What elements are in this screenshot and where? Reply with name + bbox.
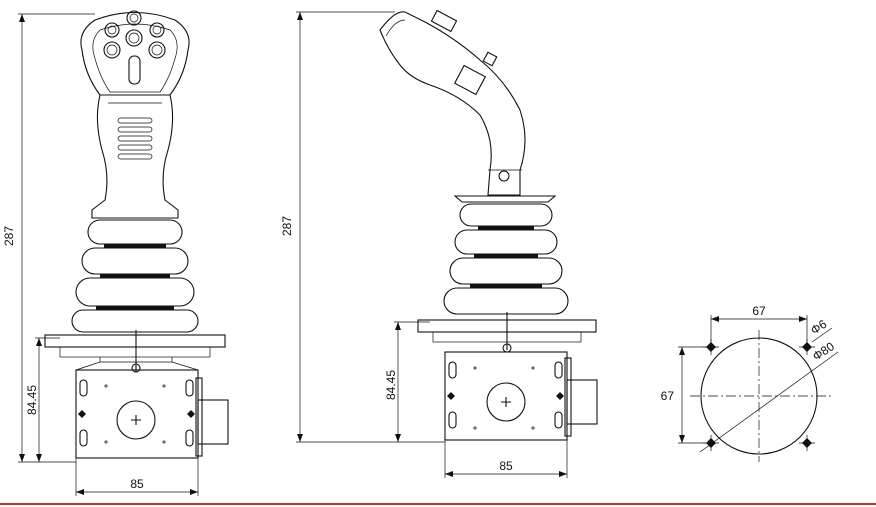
front-height-label: 287 <box>2 226 16 246</box>
front-grip-ribs <box>117 117 153 160</box>
mount-width-label: 67 <box>752 304 766 318</box>
front-grip-body <box>91 94 179 219</box>
side-trigger <box>430 9 458 33</box>
bottom-rule <box>0 503 876 505</box>
side-slots <box>447 361 564 430</box>
side-view <box>379 9 598 441</box>
side-grip <box>379 11 526 196</box>
side-dimensions <box>296 11 568 478</box>
mount-height-label: 67 <box>661 389 675 403</box>
front-grip-head <box>80 11 190 96</box>
side-height-label: 287 <box>280 216 294 236</box>
front-bellows <box>71 219 199 333</box>
side-base-box <box>444 351 568 441</box>
front-base-box <box>75 369 199 459</box>
front-slots <box>78 379 195 447</box>
front-width-label: 85 <box>130 477 144 491</box>
circle-diameter-label: Φ80 <box>810 339 837 363</box>
front-buttons <box>103 10 166 85</box>
mount-holes <box>703 339 815 451</box>
side-bellows <box>443 203 569 315</box>
side-width-label: 85 <box>499 459 513 473</box>
front-base-height-label: 84.45 <box>25 385 39 415</box>
hole-diameter-label: Φ6 <box>808 317 830 338</box>
front-flange <box>44 334 226 348</box>
front-view <box>44 10 229 459</box>
mounting-pattern <box>678 315 839 462</box>
front-dimensions <box>18 13 199 496</box>
side-base-height-label: 84.45 <box>384 370 398 400</box>
side-button <box>453 64 487 96</box>
